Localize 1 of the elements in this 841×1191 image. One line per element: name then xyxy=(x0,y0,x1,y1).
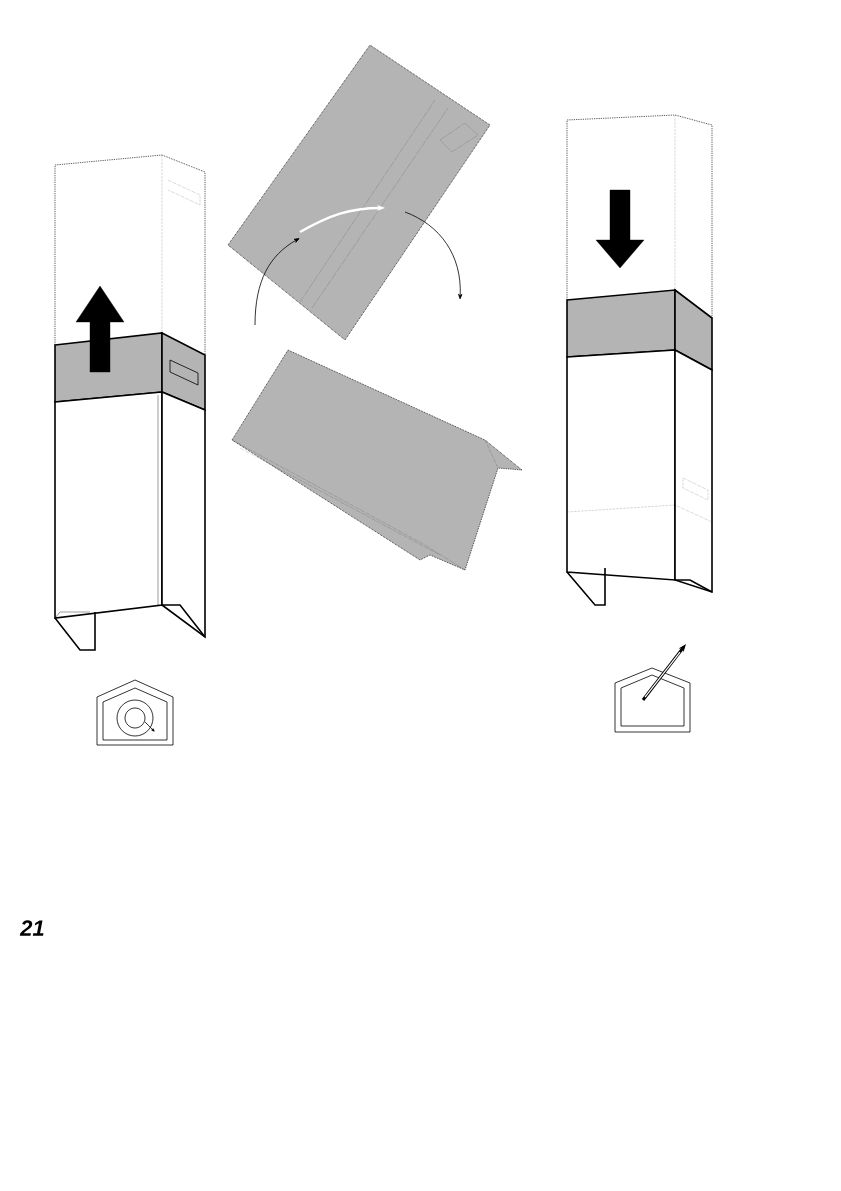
page-number: 21 xyxy=(19,920,44,936)
